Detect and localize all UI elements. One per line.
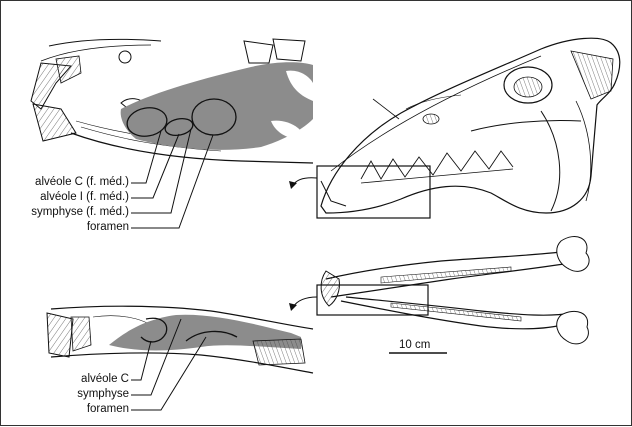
- label-foramen-lower: foramen: [11, 403, 129, 416]
- scale-label: 10 cm: [399, 339, 430, 352]
- label-foramen-upper: foramen: [11, 221, 129, 234]
- label-alveole-c-lower: alvéole C: [11, 373, 129, 386]
- label-symphyse-upper: symphyse (f. méd.): [5, 206, 129, 219]
- horse-skull-lateral: [289, 38, 620, 218]
- label-alveole-i-upper: alvéole I (f. méd.): [11, 191, 129, 204]
- mandible-ventral: [289, 237, 589, 344]
- label-alveole-c-upper: alvéole C (f. méd.): [11, 176, 129, 189]
- label-symphyse-lower: symphyse: [11, 388, 129, 401]
